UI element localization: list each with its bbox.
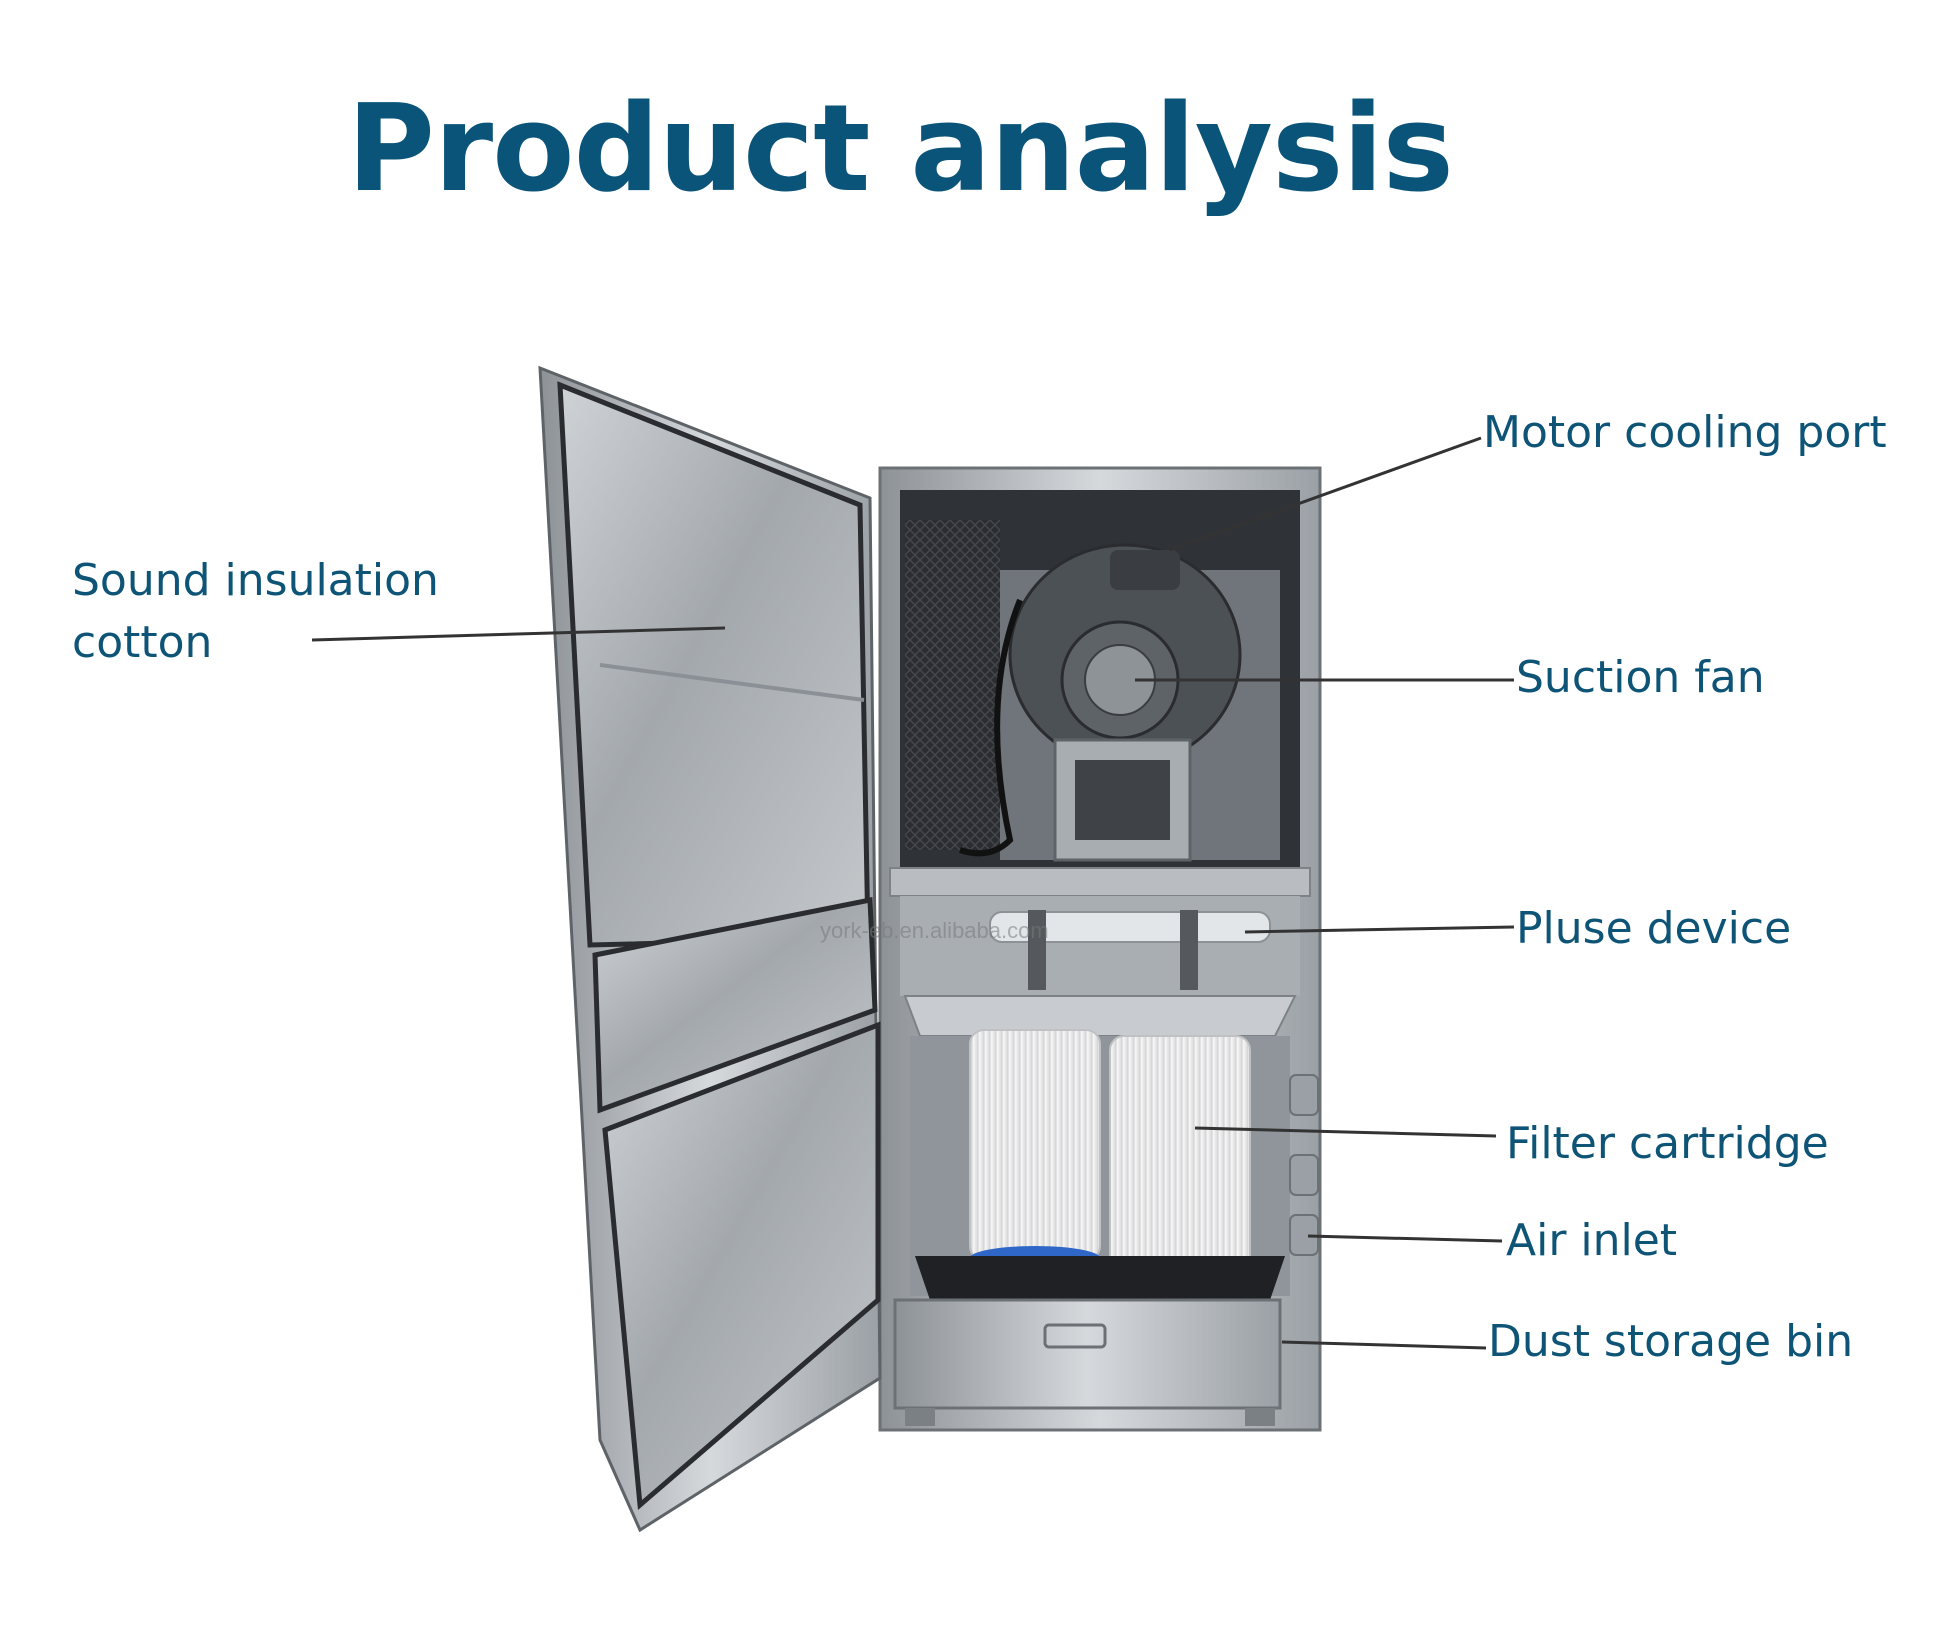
label-sound-insulation-cotton: Sound insulation cotton <box>72 550 439 674</box>
label-sound-insulation-line1: Sound insulation <box>72 555 439 606</box>
label-pluse-device: Pluse device <box>1516 903 1792 954</box>
leader-motor-cooling-port <box>1169 436 1482 552</box>
label-suction-fan: Suction fan <box>1516 652 1765 703</box>
leader-sound-insulation <box>311 626 726 642</box>
label-filter-cartridge: Filter cartridge <box>1506 1118 1829 1169</box>
label-motor-cooling-port: Motor cooling port <box>1483 407 1887 458</box>
page-title: Product analysis <box>347 80 1454 219</box>
leader-pluse-device <box>1244 925 1515 934</box>
leader-air-inlet <box>1307 1234 1503 1243</box>
label-air-inlet: Air inlet <box>1506 1215 1678 1266</box>
open-door <box>538 365 882 1533</box>
watermark: york-eb.en.alibaba.com <box>820 918 1049 943</box>
leader-lines <box>311 436 1515 1350</box>
leader-filter-cartridge <box>1194 1126 1497 1138</box>
label-sound-insulation-line2: cotton <box>72 617 213 668</box>
leader-dust-storage-bin <box>1281 1340 1487 1350</box>
label-dust-storage-bin: Dust storage bin <box>1488 1316 1854 1367</box>
